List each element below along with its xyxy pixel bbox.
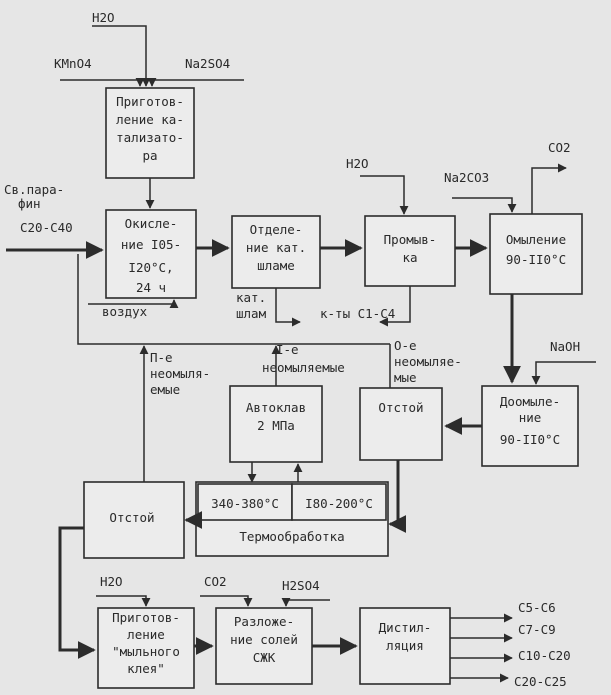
saponification-box: Омыление 90-II0°C <box>489 213 583 295</box>
catalyst-prep-line-3: тализато- <box>116 130 184 145</box>
oxidation-box: Окисле- ние I05- I20°C, 24 ч <box>105 209 197 299</box>
input-paraffin-label-2: фин <box>18 196 41 211</box>
decomposition-box: Разложе- ние солей СЖК <box>215 607 313 685</box>
arrow-na2co3-to-saponification <box>452 197 517 213</box>
thermo-treatment-label: Термообработка <box>239 529 344 544</box>
input-paraffin-label-3: C20-C40 <box>20 220 73 235</box>
autoclave-line-1: Автоклав <box>246 400 306 415</box>
input-co2-label: CO2 <box>204 574 227 589</box>
soap-prep-line-4: клея" <box>127 661 165 676</box>
arrow-kmno4-to-catalyst <box>60 77 145 87</box>
arrow-co2-to-decomposition <box>200 595 253 607</box>
thermo-warm-label: I80-200°C <box>305 496 373 511</box>
arrow-na2so4-to-catalyst <box>147 77 244 87</box>
output-co2-label: CO2 <box>548 140 571 155</box>
arrow-water3-to-soap-prep <box>96 595 151 607</box>
oxidation-line-1: Окисле- <box>125 216 178 231</box>
thermo-warm-cell <box>291 483 387 521</box>
unsaponifiable-2-line-2: неомыля- <box>150 366 210 381</box>
washing-line-2: ка <box>402 250 417 265</box>
resaponification-line-3: 90-II0°C <box>500 432 560 447</box>
settler-1-label: Отстой <box>378 400 423 415</box>
decomposition-line-3: СЖК <box>253 650 276 665</box>
settler-2-label: Отстой <box>109 510 154 525</box>
arrow-settler2-to-soap-prep <box>58 526 96 659</box>
saponification-line-2: 90-II0°C <box>506 252 566 267</box>
catalyst-prep-line-1: Приготов- <box>116 94 184 109</box>
washing-box: Промыв- ка <box>364 215 456 287</box>
input-na2so4-label: Na2SO4 <box>185 56 230 71</box>
thermo-treatment-box: 340-380°C I80-200°C Термообработка <box>195 481 389 557</box>
arrow-naoh-to-resaponification <box>531 361 596 385</box>
arrow-water-to-catalyst <box>92 25 151 87</box>
arrow-air-to-oxidation <box>88 299 179 309</box>
arrow-water2-to-washing <box>360 175 409 215</box>
return-line-unsaponifiables <box>77 254 390 345</box>
soap-prep-line-2: ление <box>127 627 165 642</box>
settler-box-2: Отстой <box>83 481 185 559</box>
settler-box-1: Отстой <box>359 387 443 461</box>
resaponification-line-1: Доомыле- <box>500 394 560 409</box>
decomposition-line-2: ние солей <box>230 632 298 647</box>
input-paraffin-label-1: Св.пара- <box>4 182 64 197</box>
unsaponifiable-1-line-1: I-е <box>276 342 299 357</box>
input-h2so4-label: H2SO4 <box>282 578 320 593</box>
product-label-1: C5-C6 <box>518 600 556 615</box>
unsaponifiable-0-line-1: О-е <box>394 338 417 353</box>
connectors <box>6 25 596 683</box>
input-air-label: воздух <box>102 304 148 319</box>
soap-prep-box: Приготов- ление "мыльного клея" <box>97 607 195 689</box>
oxidation-line-3: I20°C, <box>128 260 173 275</box>
autoclave-box: Автоклав 2 МПа <box>229 385 323 463</box>
separation-line-3: шламе <box>257 258 295 273</box>
unsaponifiable-0-line-2: неомыляе- <box>394 354 462 369</box>
unsaponifiable-0-line-3: мые <box>394 370 417 385</box>
oxidation-line-4: 24 ч <box>136 280 166 295</box>
arrow-co2-from-saponification <box>531 163 567 214</box>
catalyst-prep-line-2: ление ка- <box>116 112 184 127</box>
autoclave-line-2: 2 МПа <box>257 418 295 433</box>
arrow-cat-sludge-out <box>275 288 301 327</box>
unsaponifiable-1-line-2: неомыляемые <box>262 360 345 375</box>
catalyst-separation-box: Отделе- ние кат. шламе <box>231 215 321 289</box>
separation-line-2: ние кат. <box>246 240 306 255</box>
catalyst-prep-line-4: ра <box>142 148 157 163</box>
catalyst-prep-box: Приготов- ление ка- тализато- ра <box>105 87 195 179</box>
acids-c1-c4-label: к-ты C1-C4 <box>320 306 395 321</box>
unsaponifiable-2-line-3: емые <box>150 382 180 397</box>
input-naoh-label: NaOH <box>550 339 580 354</box>
arrow-settler-to-thermo <box>388 460 407 533</box>
distillation-line-2: ляция <box>386 638 424 653</box>
arrow-h2so4-to-decomposition <box>281 597 330 607</box>
resaponification-line-2: ние <box>519 410 542 425</box>
input-water2-label: H2O <box>346 156 369 171</box>
input-water-label: H2O <box>92 10 115 25</box>
cat-sludge-label-1: кат. <box>236 290 266 305</box>
input-kmno4-label: KMnO4 <box>54 56 92 71</box>
arrow-acids-out <box>379 286 411 327</box>
saponification-line-1: Омыление <box>506 232 566 247</box>
thermo-hot-label: 340-380°C <box>211 496 279 511</box>
decomposition-line-1: Разложе- <box>234 614 294 629</box>
unsaponifiable-2-line-1: П-е <box>150 350 173 365</box>
product-label-4: C20-C25 <box>514 674 567 689</box>
cat-sludge-label-2: шлам <box>236 306 267 321</box>
separation-line-1: Отделе- <box>250 222 303 237</box>
oxidation-line-2: ние I05- <box>121 237 181 252</box>
input-na2co3-label: Na2CO3 <box>444 170 489 185</box>
washing-line-1: Промыв- <box>384 232 437 247</box>
input-water3-label: H2O <box>100 574 123 589</box>
resaponification-box: Доомыле- ние 90-II0°C <box>481 385 579 467</box>
thermo-hot-cell <box>197 483 293 521</box>
product-label-3: C10-C20 <box>518 648 571 663</box>
product-label-2: C7-C9 <box>518 622 556 637</box>
distillation-box: Дистил- ляция <box>359 607 451 685</box>
soap-prep-line-1: Приготов- <box>112 610 180 625</box>
distillation-line-1: Дистил- <box>379 620 432 635</box>
soap-prep-line-3: "мыльного <box>112 644 180 659</box>
